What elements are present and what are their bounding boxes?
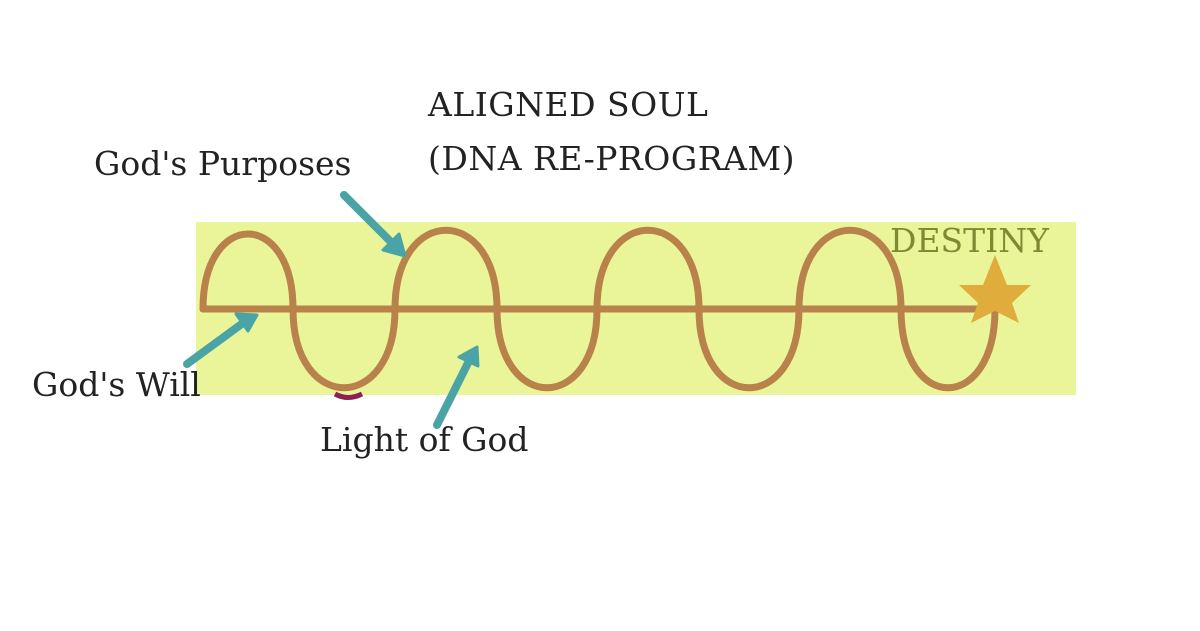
- title-line-2: (DNA RE-PROGRAM): [428, 139, 796, 178]
- label-gods-will: God's Will: [32, 365, 201, 404]
- wave-line: [199, 226, 999, 392]
- arrow-icon: [183, 312, 259, 368]
- title-line-1: ALIGNED SOUL: [428, 85, 709, 124]
- arrow-icon: [433, 345, 480, 429]
- label-light-of-god: Light of God: [320, 420, 529, 459]
- arrow-icon: [340, 191, 407, 258]
- label-destiny: DESTINY: [890, 221, 1049, 260]
- trough-accent: [333, 391, 364, 400]
- label-gods-purposes: God's Purposes: [94, 144, 352, 183]
- star-icon: [959, 255, 1031, 323]
